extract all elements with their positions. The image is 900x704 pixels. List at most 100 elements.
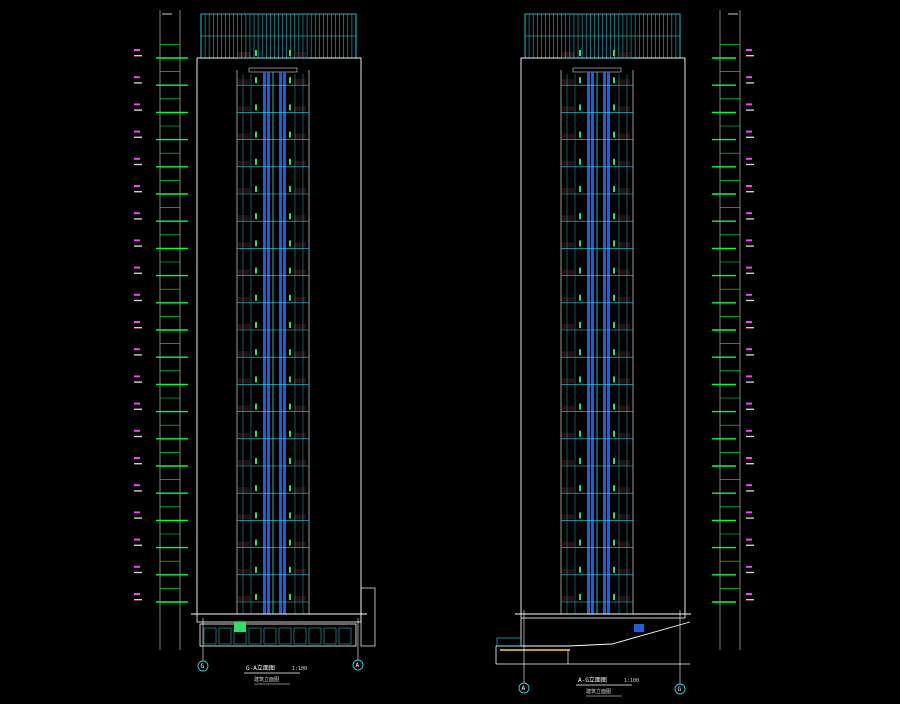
- level-label-mark: [134, 82, 142, 84]
- glass-strip: [263, 72, 266, 614]
- level-label-mark: [134, 157, 140, 160]
- window-marker: [579, 294, 581, 301]
- right-grid-bubble-left: A: [518, 610, 530, 694]
- window-marker: [289, 376, 291, 383]
- storefront-window: [203, 627, 217, 645]
- level-label-mark: [134, 327, 142, 329]
- level-label-mark: [746, 565, 752, 568]
- window-marker: [255, 158, 257, 165]
- level-label-mark: [746, 185, 752, 187]
- roof-crown: [524, 13, 681, 59]
- right-grid-bubble-right: G: [674, 610, 686, 695]
- level-label-mark: [746, 571, 754, 574]
- window-marker: [579, 213, 581, 220]
- level-label-mark: [134, 490, 142, 492]
- level-label-mark: [746, 375, 752, 378]
- parapet-band: [572, 67, 622, 73]
- level-label-mark: [746, 109, 754, 111]
- podium-window: [634, 624, 644, 632]
- window-marker: [255, 77, 257, 84]
- level-label-mark: [746, 163, 754, 166]
- level-label-mark: [134, 348, 140, 351]
- level-label-mark: [746, 239, 752, 242]
- level-label-mark: [134, 544, 142, 546]
- storefront-window: [323, 627, 337, 645]
- window-marker: [255, 213, 257, 220]
- level-label-mark: [746, 245, 754, 247]
- window-marker: [289, 240, 291, 247]
- window-marker: [613, 213, 615, 220]
- window-marker: [255, 539, 257, 546]
- level-label-mark: [134, 375, 140, 378]
- window-marker: [289, 213, 291, 220]
- window-marker: [255, 50, 257, 56]
- window-marker: [255, 403, 257, 410]
- window-marker: [255, 512, 257, 519]
- level-label-mark: [134, 293, 140, 296]
- window-marker: [255, 376, 257, 383]
- left-grid-bubble-left: G: [197, 618, 209, 672]
- level-label-mark: [134, 538, 140, 541]
- window-marker: [613, 349, 615, 356]
- level-label-mark: [134, 130, 140, 133]
- storefront-window: [218, 627, 232, 645]
- glass-strip: [267, 72, 270, 614]
- left-title-block: G-A立面图 1:100 建筑立面图: [244, 664, 307, 685]
- level-label-mark: [746, 538, 752, 541]
- level-label-mark: [746, 429, 752, 432]
- window-marker: [613, 50, 615, 56]
- window-marker: [255, 458, 257, 464]
- window-marker: [289, 158, 291, 165]
- storefront-frame: [199, 623, 357, 647]
- level-label-mark: [134, 457, 140, 459]
- level-label-mark: [746, 191, 754, 193]
- level-label-mark: [746, 299, 754, 302]
- right-drawing-title: A-G立面图: [578, 676, 607, 684]
- level-label-mark: [134, 212, 140, 215]
- level-label-mark: [134, 218, 142, 220]
- window-marker: [289, 267, 291, 274]
- storefront-window: [278, 627, 292, 645]
- window-marker: [579, 349, 581, 356]
- level-label-mark: [134, 191, 142, 193]
- parapet-band: [248, 67, 298, 73]
- window-marker: [613, 376, 615, 383]
- window-marker: [579, 512, 581, 519]
- storefront-window: [308, 627, 322, 645]
- window-marker: [613, 240, 615, 247]
- window-marker: [613, 403, 615, 410]
- glass-strip: [591, 72, 594, 614]
- window-marker: [289, 349, 291, 356]
- left-drawing-title: G-A立面图: [246, 664, 275, 672]
- window-marker: [579, 458, 581, 464]
- entry-sign: [234, 622, 246, 632]
- right-drawing-scale: 1:100: [624, 678, 639, 684]
- window-marker: [613, 512, 615, 519]
- window-marker: [579, 485, 581, 492]
- window-marker: [613, 158, 615, 165]
- level-label-mark: [134, 565, 140, 568]
- level-label-mark: [134, 381, 142, 383]
- level-label-mark: [746, 212, 752, 215]
- level-label-mark: [134, 408, 142, 410]
- storefront-window: [338, 627, 352, 645]
- podium-band: [520, 613, 686, 619]
- window-marker: [289, 566, 291, 573]
- level-label-mark: [134, 239, 140, 242]
- level-label-mark: [746, 490, 754, 492]
- level-label-mark: [746, 435, 754, 438]
- level-label-mark: [134, 484, 140, 487]
- glass-strip: [283, 72, 286, 614]
- window-marker: [255, 349, 257, 356]
- side-pier: [360, 587, 376, 647]
- window-marker: [613, 458, 615, 464]
- window-marker: [289, 131, 291, 138]
- window-marker: [255, 294, 257, 301]
- window-marker: [289, 322, 291, 328]
- level-label-mark: [134, 76, 140, 79]
- window-marker: [613, 294, 615, 301]
- level-label-mark: [134, 429, 140, 432]
- window-marker: [255, 322, 257, 328]
- right-podium: [495, 613, 691, 665]
